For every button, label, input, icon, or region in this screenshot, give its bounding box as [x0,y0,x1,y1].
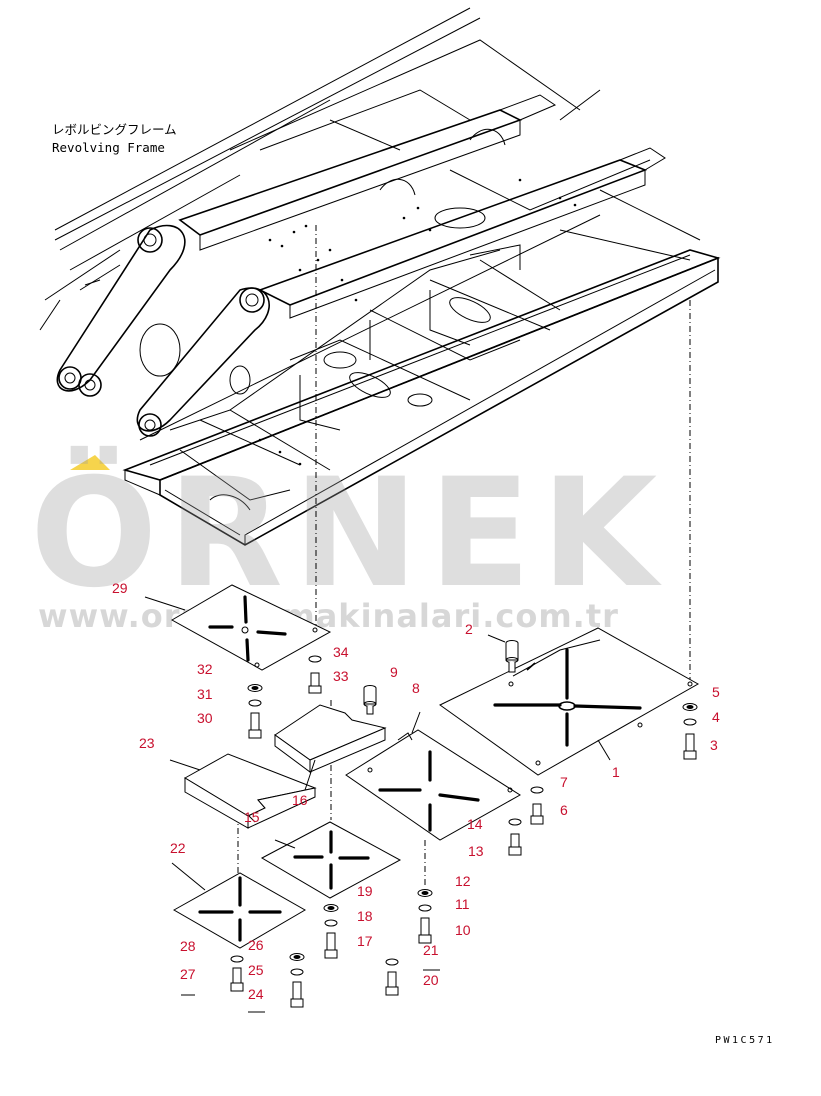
cover-plate-8 [345,729,521,841]
part-label-11: 11 [455,896,470,912]
part-label-9: 9 [390,664,398,680]
part-label-21: 21 [423,942,439,958]
part-label-18: 18 [357,908,373,924]
watermark-brand: ÖRNEK [30,445,667,621]
cover-plate-1 [439,627,700,776]
part-label-15: 15 [244,809,260,825]
part-label-3: 3 [710,737,718,753]
part-label-30: 30 [197,710,213,726]
pin-2 [505,640,519,673]
part-label-32: 32 [197,661,213,677]
title-japanese: レボルビングフレーム [52,122,177,137]
fasteners [230,655,698,1008]
leader-lines [144,596,611,1013]
watermark: ÖRNEK www.ornekismakinalari.com.tr [30,445,667,635]
part-label-31: 31 [197,686,213,702]
part-label-23: 23 [139,735,155,751]
part-labels: 1 2 3 4 5 6 7 8 9 10 11 12 13 14 15 16 1… [112,580,720,1002]
part-label-22: 22 [170,840,186,856]
pin-9 [363,685,377,715]
drawing-code: PW1C571 [715,1035,775,1046]
part-label-27: 27 [180,966,196,982]
part-label-34: 34 [333,644,349,660]
part-label-13: 13 [468,843,484,859]
part-label-26: 26 [248,937,264,953]
cover-plate-22 [172,872,307,949]
part-label-24: 24 [248,986,264,1002]
revolving-frame [39,7,721,546]
part-label-25: 25 [248,962,264,978]
part-label-7: 7 [560,774,568,790]
title-english: Revolving Frame [52,140,165,155]
part-label-29: 29 [112,580,128,596]
cover-plate-29 [170,584,332,671]
part-label-10: 10 [455,922,471,938]
part-label-1: 1 [612,764,620,780]
watermark-url: www.ornekismakinalari.com.tr [38,597,619,635]
part-label-8: 8 [412,680,420,696]
part-label-6: 6 [560,802,568,818]
part-label-2: 2 [465,621,473,637]
part-label-16: 16 [292,792,308,808]
part-label-19: 19 [357,883,373,899]
part-label-5: 5 [712,684,720,700]
part-label-33: 33 [333,668,349,684]
part-label-12: 12 [455,873,471,889]
cover-plate-19 [260,821,402,899]
watermark-accent-icon [70,455,110,470]
part-label-14: 14 [467,816,483,832]
block-16 [274,704,387,773]
part-label-28: 28 [180,938,196,954]
part-label-17: 17 [357,933,373,949]
part-label-20: 20 [423,972,439,988]
part-label-4: 4 [712,709,720,725]
block-23 [184,753,317,829]
